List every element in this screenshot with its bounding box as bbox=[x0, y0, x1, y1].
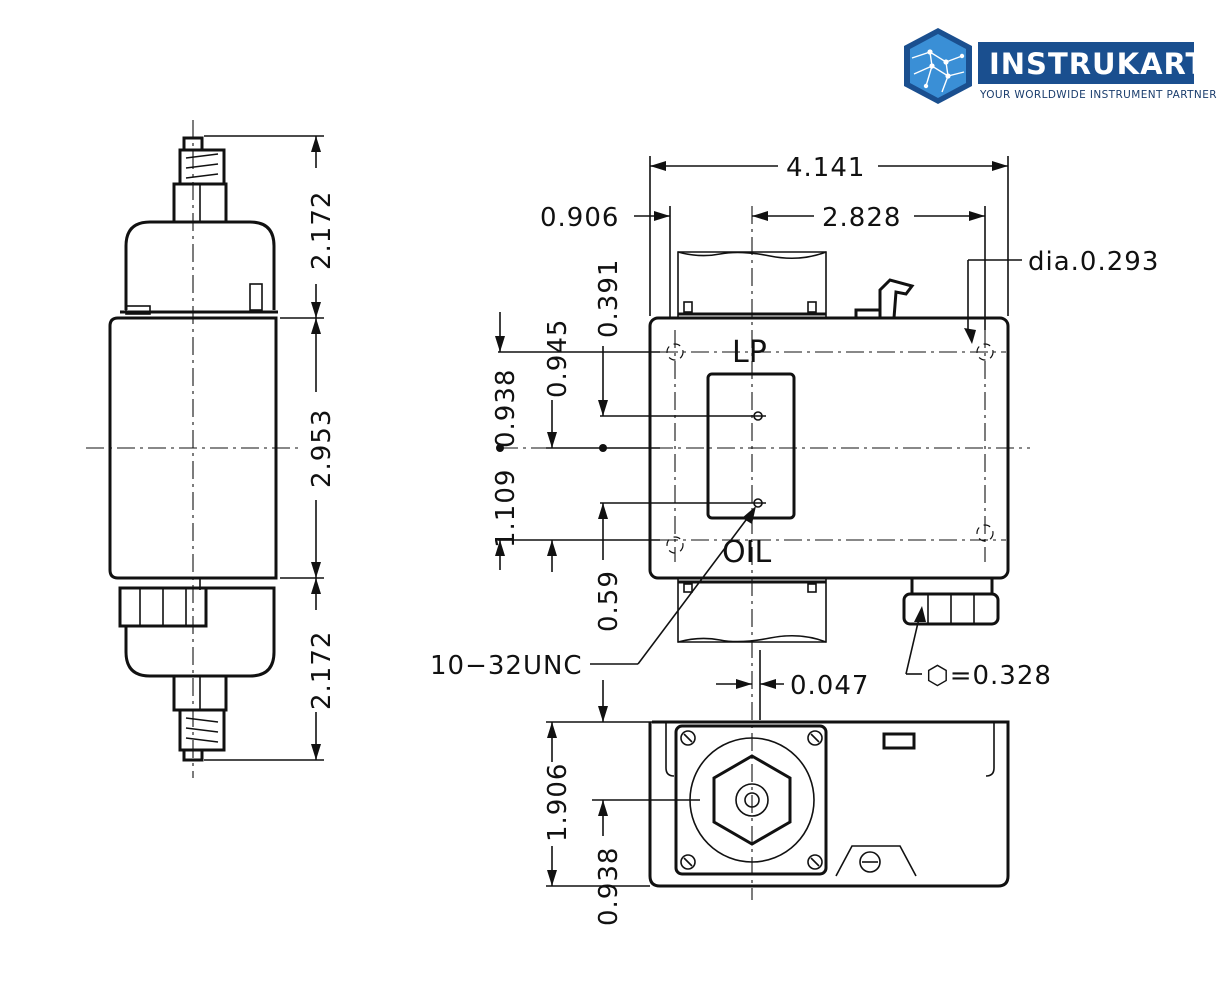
logo-tagline: YOUR WORLDWIDE INSTRUMENT PARTNER bbox=[979, 89, 1217, 101]
dim-vertical-059: 0.59 bbox=[594, 570, 624, 632]
dim-hole-spacing: 2.828 bbox=[822, 203, 901, 233]
dim-vertical-0391: 0.391 bbox=[594, 259, 624, 338]
logo-name: INSTRUKART bbox=[989, 47, 1206, 81]
bottom-view: 1.906 0.938 bbox=[543, 680, 1010, 926]
dim-vertical-0938: 0.938 bbox=[491, 369, 521, 448]
instrukart-logo[interactable]: INSTRUKART YOUR WORLDWIDE INSTRUMENT PAR… bbox=[904, 28, 1217, 104]
dim-total-width: 4.141 bbox=[786, 153, 865, 183]
dim-center: 0.938 bbox=[594, 847, 624, 926]
dim-offset-0047: 0.047 bbox=[790, 671, 869, 701]
oil-label: OIL bbox=[722, 535, 771, 570]
lp-label: LP bbox=[732, 335, 767, 370]
dim-left-offset: 0.906 bbox=[540, 203, 619, 233]
dim-depth: 1.906 bbox=[543, 763, 573, 842]
dim-hole-dia: dia.0.293 bbox=[1028, 247, 1159, 277]
dim-hex: ⬡=0.328 bbox=[926, 661, 1052, 691]
dim-vertical-0945: 0.945 bbox=[543, 319, 573, 398]
side-dim-top: 2.172 bbox=[307, 191, 337, 270]
side-view: 2.172 2.953 2.172 bbox=[86, 120, 337, 778]
front-view: LP OIL 4.141 0.906 2.828 bbox=[430, 153, 1159, 900]
dim-vertical-1109: 1.109 bbox=[491, 469, 521, 548]
side-dim-bottom: 2.172 bbox=[307, 631, 337, 710]
side-dim-body: 2.953 bbox=[307, 409, 337, 488]
dim-thread: 10−32UNC bbox=[430, 651, 583, 681]
